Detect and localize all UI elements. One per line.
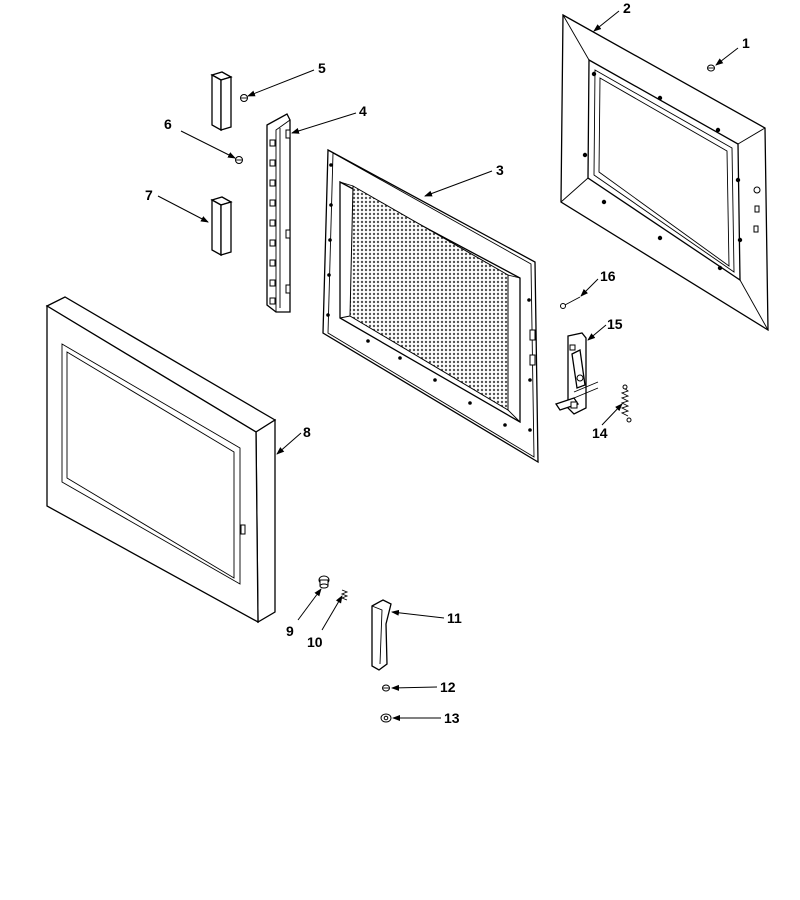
part-10-spring	[340, 589, 349, 601]
callout-5: 5	[318, 60, 326, 76]
leader-15	[587, 324, 607, 341]
part-12-screw	[382, 684, 390, 692]
part-1-screw	[707, 64, 715, 72]
leader-11	[391, 609, 445, 619]
callout-12: 12	[440, 679, 456, 695]
leader-10	[321, 595, 343, 631]
callout-13: 13	[444, 710, 460, 726]
part-8-door-outer	[45, 296, 277, 624]
leader-1	[715, 47, 739, 66]
callout-15: 15	[607, 316, 623, 332]
part-7-spacer-block	[210, 196, 233, 257]
callout-7: 7	[145, 187, 153, 203]
leader-4	[291, 112, 357, 134]
callout-14: 14	[592, 425, 608, 441]
callout-16: 16	[600, 268, 616, 284]
leader-3	[424, 170, 493, 197]
callout-9: 9	[286, 623, 294, 639]
leader-12	[391, 684, 438, 691]
part-16-pin	[560, 296, 581, 309]
part-5-screw	[240, 94, 248, 102]
leader-9	[297, 588, 322, 621]
leader-7	[157, 195, 209, 223]
part-11-handle	[371, 599, 392, 671]
leader-8	[276, 432, 302, 455]
part-13-nut	[380, 713, 392, 723]
part-5-spacer-block	[210, 71, 233, 132]
callout-labels: 1 2 3 4 5 6 7 8 9 10 11 12 13 14 15 16	[145, 0, 750, 726]
part-4-hinge-bracket	[266, 113, 291, 313]
leader-6	[180, 130, 236, 159]
callout-1: 1	[742, 35, 750, 51]
callout-8: 8	[303, 424, 311, 440]
callout-3: 3	[496, 162, 504, 178]
leader-2	[593, 10, 620, 32]
callout-4: 4	[359, 103, 367, 119]
leader-5	[247, 69, 315, 97]
part-14-spring	[620, 384, 632, 423]
callout-6: 6	[164, 116, 172, 132]
part-9-knob	[318, 575, 330, 589]
callout-10: 10	[307, 634, 323, 650]
leader-lines	[157, 10, 739, 721]
part-2-door-frame	[560, 13, 769, 332]
leader-14	[601, 403, 623, 426]
leader-16	[580, 278, 599, 297]
callout-11: 11	[447, 610, 462, 626]
part-15-latch-assembly	[554, 332, 599, 415]
callout-2: 2	[623, 0, 631, 16]
part-3-inner-panel	[322, 148, 539, 464]
part-6-screw	[235, 156, 243, 164]
